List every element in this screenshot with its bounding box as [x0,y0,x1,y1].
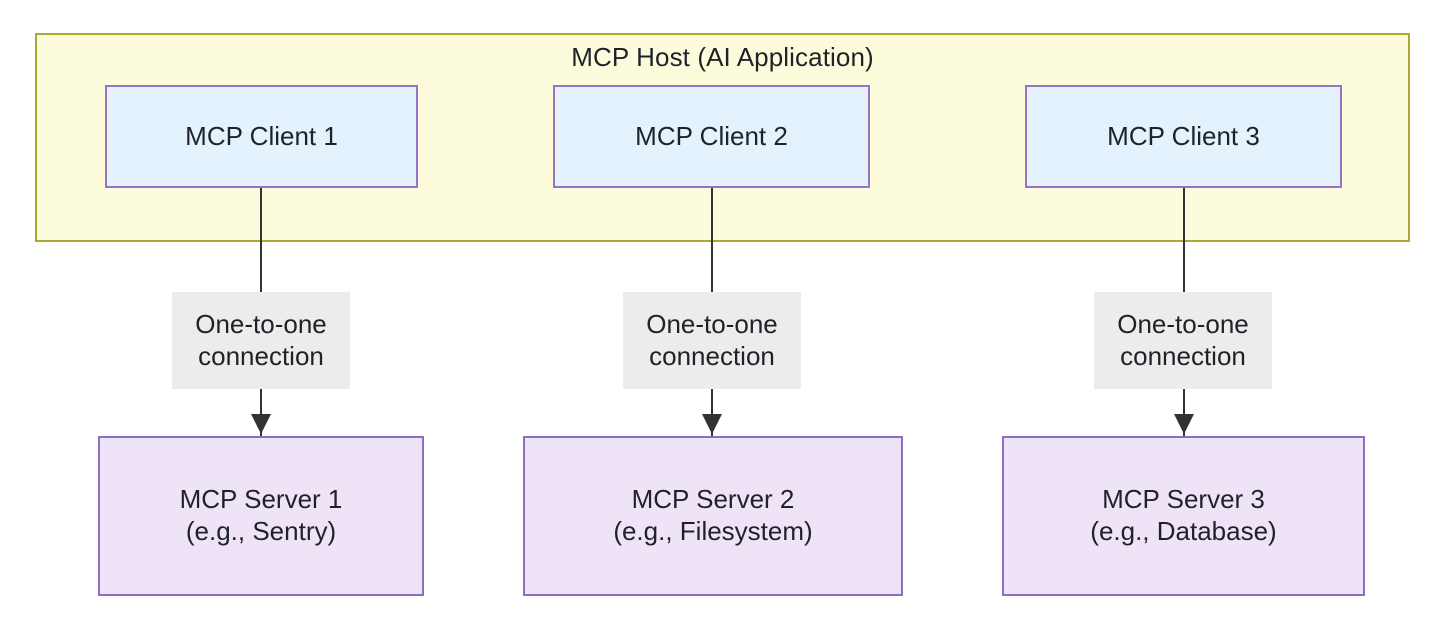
mcp-client-3-node[interactable]: MCP Client 3 [1025,85,1342,188]
edge-label-client-1-server-1: One-to-one connection [172,292,350,389]
edge-label-line-2: connection [198,340,324,371]
mcp-client-2-label: MCP Client 2 [635,120,788,151]
arrowhead-icon-server-1 [251,414,271,434]
edge-label-line-2: connection [1120,340,1246,371]
edge-label-line-1: One-to-one [646,308,778,339]
mcp-client-1-label: MCP Client 1 [185,120,338,151]
mcp-server-1-node[interactable]: MCP Server 1 (e.g., Sentry) [98,436,424,596]
arrowhead-icon-server-2 [702,414,722,434]
mcp-host-title: MCP Host (AI Application) [571,42,874,72]
edge-label-client-2-server-2: One-to-one connection [623,292,801,389]
edge-label-line-1: One-to-one [195,308,327,339]
arrowhead-icon-server-3 [1174,414,1194,434]
edge-label-line-2: connection [649,340,775,371]
mcp-client-2-node[interactable]: MCP Client 2 [553,85,870,188]
edge-label-line-1: One-to-one [1117,308,1249,339]
mcp-server-3-title: MCP Server 3 [1102,484,1265,515]
mcp-server-1-title: MCP Server 1 [179,484,343,515]
mcp-server-3-subtitle: (e.g., Database) [1090,516,1277,546]
mcp-server-1-subtitle: (e.g., Sentry) [185,516,337,546]
mcp-client-1-node[interactable]: MCP Client 1 [105,85,418,188]
mcp-server-2-title: MCP Server 2 [631,484,795,515]
mcp-server-2-node[interactable]: MCP Server 2 (e.g., Filesystem) [523,436,903,596]
edge-label-client-3-server-3: One-to-one connection [1094,292,1272,389]
mcp-server-3-node[interactable]: MCP Server 3 (e.g., Database) [1002,436,1365,596]
mcp-server-2-subtitle: (e.g., Filesystem) [613,516,813,546]
mcp-client-3-label: MCP Client 3 [1107,120,1260,151]
